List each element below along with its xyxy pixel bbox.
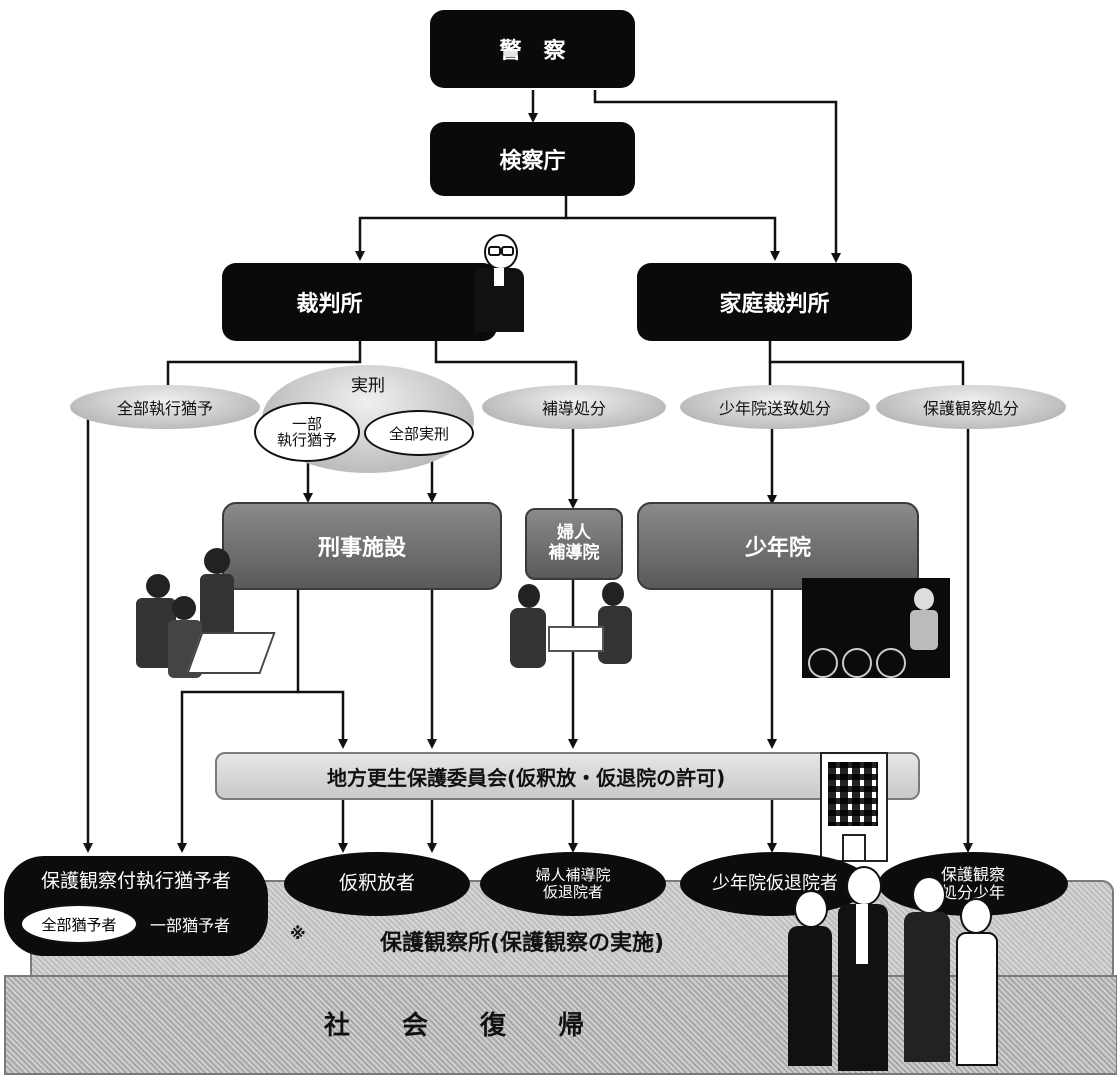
- juvenile-training-label: 少年院: [744, 536, 811, 561]
- womens-guidance-box: 婦人 補導院: [525, 508, 623, 580]
- womens-released-ellipse: 婦人補導院 仮退院者: [480, 852, 666, 916]
- juvenile-commitment-label: 少年院送致処分: [718, 399, 831, 418]
- womens-released-label: 婦人補導院 仮退院者: [535, 865, 611, 901]
- prosecutors-box: 検察庁: [430, 122, 635, 196]
- court-box: 裁判所: [222, 263, 497, 341]
- police-label: 警 察: [499, 39, 566, 64]
- probation-disposition-ellipse: 保護観察処分: [876, 385, 1066, 429]
- arrow-penal-to-board-a: [296, 590, 348, 749]
- full-actual-label: 全部実刑: [388, 424, 449, 443]
- regional-board-band: 地方更生保護委員会(仮釈放・仮退院の許可): [215, 752, 920, 800]
- juvenile-training-box: 少年院: [637, 502, 919, 590]
- full-suspended-label: 全部猶予者: [41, 915, 117, 934]
- building-icon: [820, 752, 888, 862]
- prosecutors-label: 検察庁: [499, 149, 566, 174]
- penal-institution-label: 刑事施設: [317, 536, 406, 561]
- suspended-probationers-label: 保護観察付執行猶予者: [40, 870, 231, 892]
- juvenile-released-label: 少年院仮退院者: [712, 872, 838, 894]
- actual-sentence-label: 実刑: [351, 376, 385, 396]
- police-box: 警 察: [430, 10, 635, 88]
- full-actual-ellipse: 全部実刑: [364, 410, 474, 456]
- partial-suspended-label: 一部猶予者: [150, 916, 231, 935]
- full-suspension-label: 全部執行猶予: [116, 399, 213, 418]
- meeting-illustration-icon: [134, 548, 276, 688]
- court-label: 裁判所: [296, 292, 363, 317]
- partial-suspension-ellipse: 一部 執行猶予: [254, 402, 360, 462]
- line-court-guidance: [434, 340, 578, 386]
- arrow-prosecutors-family-court: [566, 216, 780, 261]
- judge-illustration-icon: [470, 232, 528, 332]
- probation-office-label: 保護観察所(保護観察の実施): [380, 931, 665, 956]
- guidance-disposition-label: 補導処分: [541, 399, 606, 418]
- family-court-label: 家庭裁判所: [719, 292, 830, 317]
- arrow-prosecutors-court: [355, 194, 568, 261]
- line-court-full-suspension: [166, 340, 362, 386]
- regional-board-label: 地方更生保護委員会(仮釈放・仮退院の許可): [327, 765, 726, 790]
- arrow-penal-to-partial: [177, 690, 298, 853]
- social-return-label: 社 会 復 帰: [324, 1011, 585, 1041]
- parolees-ellipse: 仮釈放者: [284, 852, 470, 916]
- note-mark: ※: [290, 924, 306, 943]
- juvenile-commitment-ellipse: 少年院送致処分: [680, 385, 870, 429]
- womens-guidance-label: 婦人 補導院: [548, 523, 600, 563]
- counseling-illustration-icon: [504, 582, 638, 674]
- family-court-box: 家庭裁判所: [637, 263, 912, 341]
- guidance-disposition-ellipse: 補導処分: [482, 385, 666, 429]
- probation-disposition-label: 保護観察処分: [922, 399, 1019, 418]
- partial-suspension-label: 一部 執行猶予: [276, 414, 337, 449]
- probation-juveniles-label: 保護観察 処分少年: [940, 864, 1005, 902]
- line-familycourt-branches: [768, 340, 965, 386]
- classroom-illustration-icon: [802, 578, 950, 694]
- suspended-probationers-group: 保護観察付執行猶予者: [4, 856, 268, 956]
- penal-institution-box: 刑事施設: [222, 502, 502, 590]
- people-group-illustration-icon: [788, 866, 1000, 1071]
- juvenile-released-ellipse: 少年院仮退院者: [680, 852, 870, 916]
- full-suspended-ellipse: 全部猶予者: [20, 904, 138, 944]
- arrow-police-family-court: [593, 90, 841, 263]
- parolees-label: 仮釈放者: [338, 872, 415, 895]
- full-suspension-ellipse: 全部執行猶予: [70, 385, 260, 429]
